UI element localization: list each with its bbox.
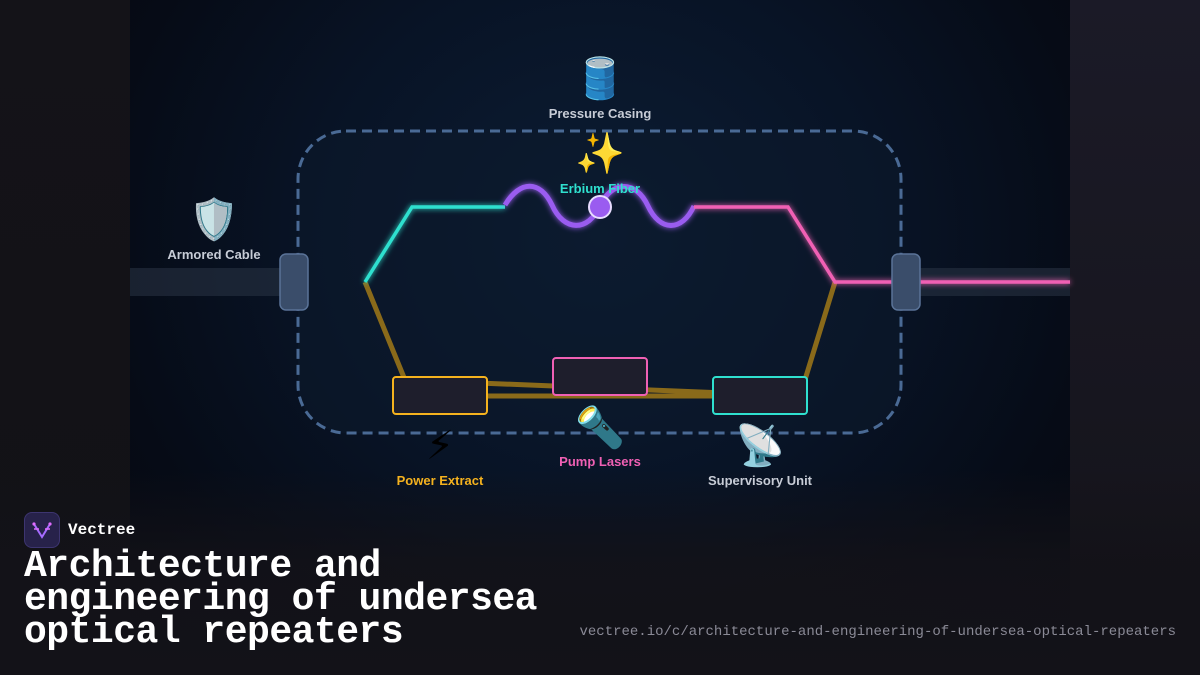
pump-lasers-box [552,357,648,396]
lightning-icon: ⚡ [425,423,455,469]
supervisory-unit-label: Supervisory Unit [707,473,813,488]
sparkles-icon: ✨ [575,131,625,177]
pump-lasers-label: Pump Lasers [559,454,641,469]
power-extract-box [392,376,488,415]
satellite-dish-icon: 📡 [735,423,785,469]
bulkhead-seal-right [891,253,921,311]
oil-drum-icon: 🛢️ [575,56,625,102]
page-url[interactable]: vectree.io/c/architecture-and-engineerin… [579,624,1177,640]
brand: Vectree [24,512,135,548]
flashlight-icon: 🔦 [575,405,625,451]
signal-fiber-in [363,205,505,283]
signal-fiber-out [694,205,1070,284]
page-title: Architecture and engineering of undersea… [24,545,538,654]
bulkhead-seal-left [279,253,309,311]
erbium-fiber-label: Erbium Fiber [559,181,641,196]
supervisory-unit-box [712,376,808,415]
pump-coupler-node [588,195,612,219]
armored-cable-label: Armored Cable [167,247,261,262]
brand-name: Vectree [68,521,136,539]
power-extract-label: Power Extract [396,473,484,488]
pressure-casing-label: Pressure Casing [548,106,652,121]
shield-icon: 🛡️ [189,197,239,243]
vectree-logo-icon [24,512,60,548]
bottom-fade [0,470,1200,675]
